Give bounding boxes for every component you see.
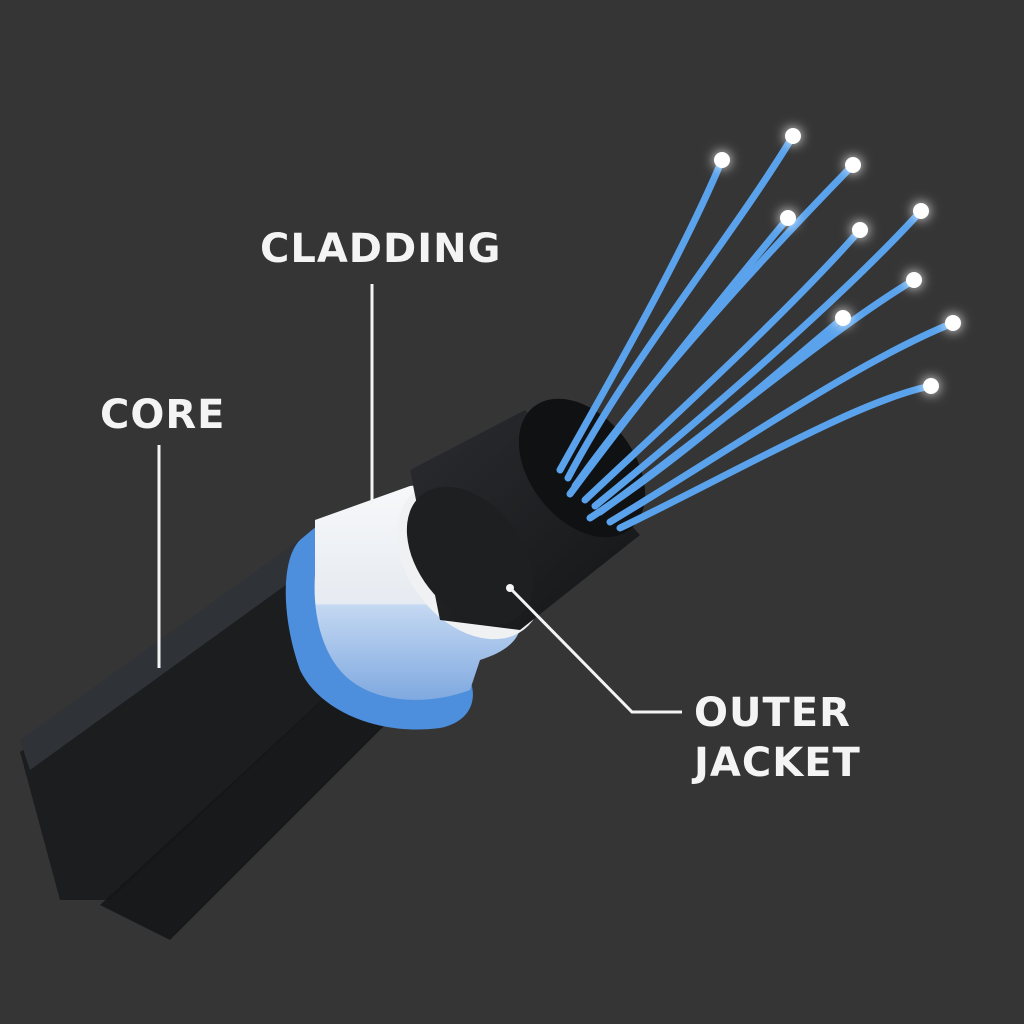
fiber-tip	[852, 222, 868, 238]
fiber-strand	[586, 314, 847, 522]
outer-jacket-leader-line	[508, 586, 682, 714]
fiber-tip	[845, 157, 861, 173]
fiber-strand	[556, 156, 726, 474]
leader-lines	[157, 284, 682, 714]
fiber-tip	[913, 203, 929, 219]
fiber-bundle	[556, 132, 957, 532]
outer-jacket-label-line1: OUTER	[694, 690, 851, 736]
jacket-highlight	[20, 518, 348, 770]
fiber-tip	[785, 128, 801, 144]
outer-jacket-label: OUTER JACKET	[694, 688, 861, 788]
fiber-tips	[714, 128, 961, 394]
fiber-tip	[906, 272, 922, 288]
outer-jacket-label-line2: JACKET	[694, 740, 861, 786]
cladding-label: CLADDING	[260, 226, 502, 272]
fiber-strand	[581, 226, 864, 504]
fiber-strand	[606, 319, 957, 526]
fiber-strand	[566, 214, 792, 498]
fiber-tip	[945, 315, 961, 331]
core-label: CORE	[100, 392, 226, 438]
fiber-strand	[616, 382, 935, 532]
inner-jacket-front-ring	[406, 486, 534, 626]
fiber-tip	[780, 210, 796, 226]
fiber-tip	[923, 378, 939, 394]
fiber-tip	[714, 152, 730, 168]
outer-jacket-leader-dot	[506, 584, 514, 592]
fiber-strand	[564, 132, 797, 482]
fiber-tip	[835, 310, 851, 326]
fiber-strand	[591, 207, 925, 510]
